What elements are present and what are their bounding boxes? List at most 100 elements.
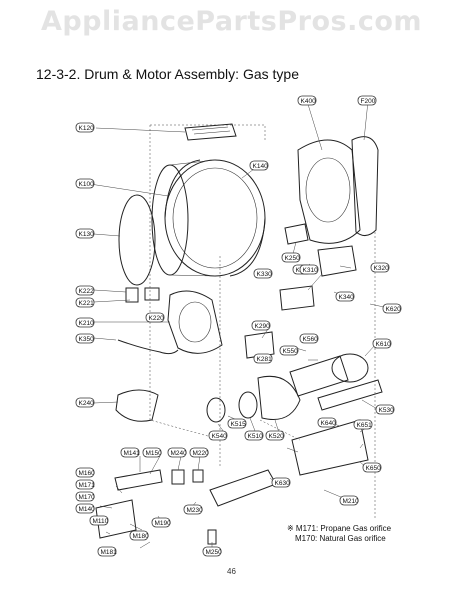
rear-bulkhead-part xyxy=(297,139,361,244)
svg-text:K250: K250 xyxy=(285,255,301,262)
callout-label: K221 xyxy=(75,297,95,308)
tube-part xyxy=(317,379,383,411)
svg-text:K540: K540 xyxy=(212,433,228,440)
svg-text:K140: K140 xyxy=(253,163,269,170)
callout-label: M160 xyxy=(75,467,95,478)
callout-label: K630 xyxy=(271,477,291,488)
svg-text:M141: M141 xyxy=(124,450,141,457)
valve-bracket-part xyxy=(114,469,163,491)
bracket-part xyxy=(291,419,369,476)
svg-text:K240: K240 xyxy=(79,400,95,407)
callout-label: M210 xyxy=(339,495,360,506)
blower-housing-part xyxy=(257,375,301,420)
callout-label: K530 xyxy=(375,404,395,415)
svg-text:M110: M110 xyxy=(93,518,109,525)
svg-text:K221: K221 xyxy=(79,300,95,307)
callout-label: K281 xyxy=(253,353,273,364)
svg-text:M220: M220 xyxy=(193,450,210,457)
svg-text:M140: M140 xyxy=(79,506,96,513)
svg-text:K330: K330 xyxy=(257,271,273,278)
svg-text:M180: M180 xyxy=(133,533,150,540)
callout-label: K330 xyxy=(253,268,273,279)
note-line-natural: M170: Natural Gas orifice xyxy=(295,534,386,543)
thermistor-part xyxy=(144,287,160,301)
callout-label: K120 xyxy=(75,122,95,133)
switch-part xyxy=(207,529,217,545)
page-number: 46 xyxy=(227,567,236,576)
svg-text:M150: M150 xyxy=(146,450,163,457)
svg-text:K630: K630 xyxy=(275,480,291,487)
svg-text:M181: M181 xyxy=(101,549,118,556)
callout-label: K290 xyxy=(251,320,271,331)
svg-text:M210: M210 xyxy=(343,498,360,505)
wire-part xyxy=(117,339,179,355)
svg-text:K510: K510 xyxy=(248,433,264,440)
callout-label: M150 xyxy=(142,447,163,458)
front-bulkhead-part xyxy=(167,290,223,354)
callout-label: K620 xyxy=(382,303,402,314)
svg-text:K310: K310 xyxy=(303,267,319,274)
callout-label: K510 xyxy=(244,430,264,441)
callout-label: K320 xyxy=(370,262,390,273)
foot-part xyxy=(115,389,159,422)
callout-label: K560 xyxy=(299,333,319,344)
note-line-propane: ※ M171: Propane Gas orifice xyxy=(287,524,392,533)
svg-text:K560: K560 xyxy=(303,336,319,343)
callout-label: K222 xyxy=(75,285,95,296)
sensor-bracket-part xyxy=(125,287,139,303)
igniter-part xyxy=(192,469,204,483)
ring-part xyxy=(206,397,226,423)
callout-label: M110 xyxy=(89,515,109,526)
callout-label: K310 xyxy=(299,264,319,275)
callout-label: M250 xyxy=(202,546,223,557)
callout-label: K650 xyxy=(362,462,382,473)
callout-label: M140 xyxy=(75,503,96,514)
callout-label: M220 xyxy=(189,447,210,458)
callout-label: K640 xyxy=(317,417,337,428)
callout-label: M240 xyxy=(167,447,187,458)
callout-label: K651 xyxy=(353,419,373,430)
svg-text:K220: K220 xyxy=(149,315,165,322)
callout-label: K140 xyxy=(249,160,269,171)
svg-text:K640: K640 xyxy=(321,420,337,427)
callout-label: M230 xyxy=(183,504,204,515)
callout-label: K130 xyxy=(75,228,95,239)
svg-text:M170: M170 xyxy=(79,494,96,501)
motor-part xyxy=(289,353,369,397)
svg-text:K130: K130 xyxy=(79,231,95,238)
callout-label: K350 xyxy=(75,333,95,344)
watermark: AppliancePartsPros.com xyxy=(40,6,423,37)
felt-seal-part xyxy=(118,194,156,286)
gas-valve-part xyxy=(95,499,137,539)
page-title: 12-3-2. Drum & Motor Assembly: Gas type xyxy=(36,66,299,82)
svg-text:K610: K610 xyxy=(376,341,392,348)
svg-text:M190: M190 xyxy=(155,520,172,527)
filter-guide-part xyxy=(279,285,315,311)
svg-text:K350: K350 xyxy=(79,336,95,343)
svg-text:K222: K222 xyxy=(79,288,95,295)
gas-orifice-note: ※ M171: Propane Gas orifice M170: Natura… xyxy=(287,524,391,544)
callout-label: K520 xyxy=(265,430,285,441)
svg-text:K651: K651 xyxy=(357,422,373,429)
drum-part xyxy=(151,159,266,277)
svg-text:K550: K550 xyxy=(283,348,299,355)
svg-text:M230: M230 xyxy=(187,507,204,514)
svg-text:M171: M171 xyxy=(79,482,96,489)
belt-part xyxy=(244,331,275,359)
burner-tube-part xyxy=(209,469,277,507)
svg-text:M250: M250 xyxy=(206,549,223,556)
callout-label: K515 xyxy=(227,418,247,429)
svg-text:K120: K120 xyxy=(79,125,95,132)
bearing-part xyxy=(284,223,309,245)
impeller-part xyxy=(238,391,258,419)
callout-label: M181 xyxy=(97,546,118,557)
callout-label: M190 xyxy=(151,517,172,528)
callout-label: K340 xyxy=(335,291,355,302)
svg-text:K620: K620 xyxy=(386,306,402,313)
callout-label: K220 xyxy=(145,312,165,323)
lifter-part xyxy=(184,123,237,141)
svg-text:K281: K281 xyxy=(257,356,273,363)
svg-text:K210: K210 xyxy=(79,320,95,327)
callout-label: K550 xyxy=(279,345,299,356)
